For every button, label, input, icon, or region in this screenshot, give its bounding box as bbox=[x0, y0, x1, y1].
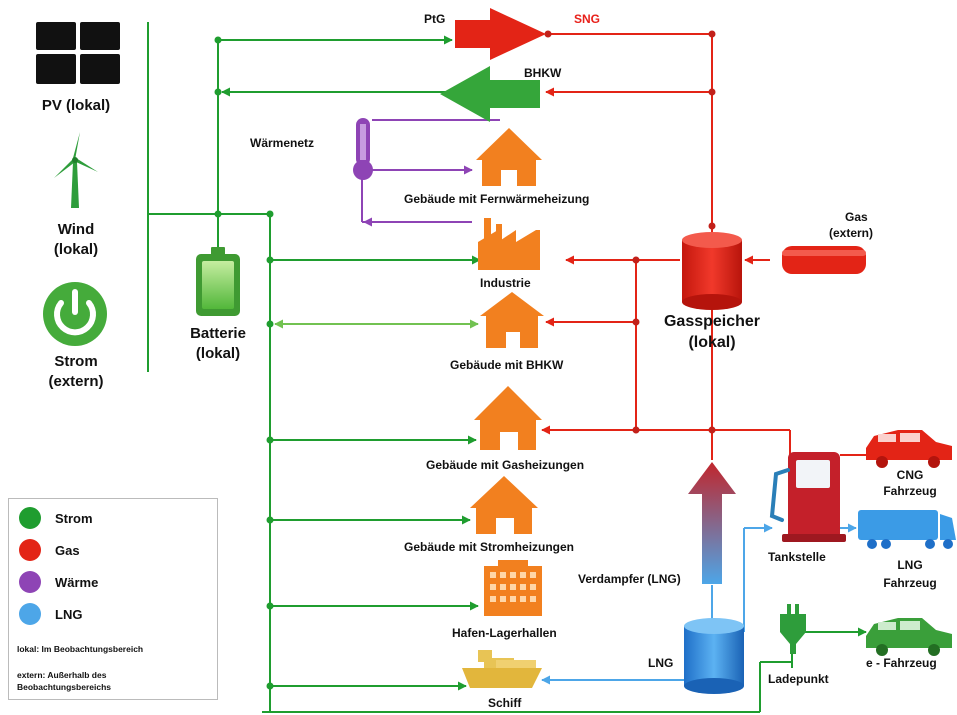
battery-icon bbox=[196, 247, 240, 316]
batterie-label-line1: Batterie bbox=[190, 325, 246, 342]
gas-extern-label-line1: Gas bbox=[845, 210, 868, 224]
plug-icon bbox=[780, 604, 806, 654]
lng-tank-icon bbox=[684, 618, 744, 694]
wind-turbine-icon bbox=[54, 132, 98, 208]
gasspeicher-icon bbox=[682, 232, 742, 310]
house-bhkw-icon bbox=[480, 292, 544, 348]
verdampfer-label: Verdampfer (LNG) bbox=[578, 572, 681, 586]
gas-dots bbox=[544, 30, 716, 434]
batterie-label-line2: (lokal) bbox=[195, 345, 241, 362]
hafen-label: Hafen-Lagerhallen bbox=[452, 626, 557, 640]
legend-label: Gas bbox=[55, 542, 80, 558]
fernwaerme-label: Gebäude mit Fernwärmeheizung bbox=[404, 192, 590, 206]
legend-label: LNG bbox=[55, 606, 83, 622]
house-stromheizung-icon bbox=[470, 476, 538, 534]
solar-panel-icon bbox=[36, 22, 120, 84]
verdampfer-arrow-icon bbox=[688, 462, 736, 584]
wind-label-line2: (lokal) bbox=[53, 241, 99, 258]
gebaeude-bhkw-label: Gebäude mit BHKW bbox=[450, 358, 564, 372]
legend-dot-strom bbox=[19, 507, 41, 529]
ladepunkt-label: Ladepunkt bbox=[768, 672, 829, 686]
cng-label-line2: Fahrzeug bbox=[883, 484, 937, 498]
bhkw-label: BHKW bbox=[524, 66, 562, 80]
power-button-icon bbox=[43, 282, 107, 346]
cng-car-icon bbox=[866, 430, 952, 468]
stromheizungen-label: Gebäude mit Stromheizungen bbox=[404, 540, 575, 554]
strom-label-line2: (extern) bbox=[48, 373, 104, 390]
sng-label: SNG bbox=[574, 12, 601, 26]
fuel-pump-icon bbox=[769, 452, 846, 542]
legend-note-extern-line2: Beobachtungsbereichs bbox=[17, 682, 111, 692]
ptg-arrow-icon bbox=[455, 8, 546, 60]
bhkw-arrow-icon bbox=[440, 66, 540, 122]
house-fernwaerme-icon bbox=[476, 128, 542, 186]
industrie-label: Industrie bbox=[480, 276, 531, 290]
efahrzeug-label: e - Fahrzeug bbox=[866, 656, 937, 670]
house-gasheizung-icon bbox=[474, 386, 542, 450]
legend-item-gas: Gas bbox=[19, 539, 80, 561]
tankstelle-label: Tankstelle bbox=[768, 550, 826, 564]
legend-note-lokal: lokal: Im Beobachtungsbereich bbox=[17, 644, 144, 654]
thermometer-icon bbox=[353, 118, 373, 180]
legend-dot-gas bbox=[19, 539, 41, 561]
strom-dots bbox=[214, 36, 796, 690]
gas-extern-label-line2: (extern) bbox=[829, 226, 874, 240]
ship-icon bbox=[462, 650, 542, 688]
ptg-label: PtG bbox=[424, 12, 446, 26]
legend-item-waerme: Wärme bbox=[19, 571, 98, 593]
legend-item-strom: Strom bbox=[19, 507, 93, 529]
gas-extern-tank-icon bbox=[782, 246, 866, 274]
factory-icon bbox=[478, 218, 540, 270]
schiff-label: Schiff bbox=[488, 696, 522, 710]
warehouse-icon bbox=[484, 560, 542, 616]
gasheizungen-label: Gebäude mit Gasheizungen bbox=[426, 458, 585, 472]
legend-label: Strom bbox=[55, 510, 93, 526]
electric-car-icon bbox=[866, 618, 952, 656]
legend-note-extern-line1: extern: Außerhalb des bbox=[17, 670, 107, 680]
waerme-lines bbox=[361, 119, 500, 227]
pv-label: PV (lokal) bbox=[41, 97, 111, 114]
legend-dot-waerme bbox=[19, 571, 41, 593]
legend-item-lng: LNG bbox=[19, 603, 82, 625]
strom-label-line1: Strom bbox=[54, 353, 98, 370]
wind-label-line1: Wind bbox=[57, 221, 95, 238]
cng-label-line1: CNG bbox=[896, 468, 924, 482]
gasspeicher-label-line2: (lokal) bbox=[688, 334, 736, 351]
lng-tank-label: LNG bbox=[648, 656, 674, 670]
legend-dot-lng bbox=[19, 603, 41, 625]
waermenetz-label: Wärmenetz bbox=[250, 136, 315, 150]
legend-label: Wärme bbox=[55, 574, 99, 590]
lng-fahrzeug-label-line2: Fahrzeug bbox=[883, 576, 937, 590]
lng-fahrzeug-label-line1: LNG bbox=[897, 558, 923, 572]
gasspeicher-label-line1: Gasspeicher bbox=[663, 313, 761, 330]
lng-truck-icon bbox=[858, 510, 956, 549]
strom-lines bbox=[147, 22, 867, 713]
legend: Strom Gas Wärme LNG lokal: Im Beobachtun… bbox=[8, 498, 218, 700]
